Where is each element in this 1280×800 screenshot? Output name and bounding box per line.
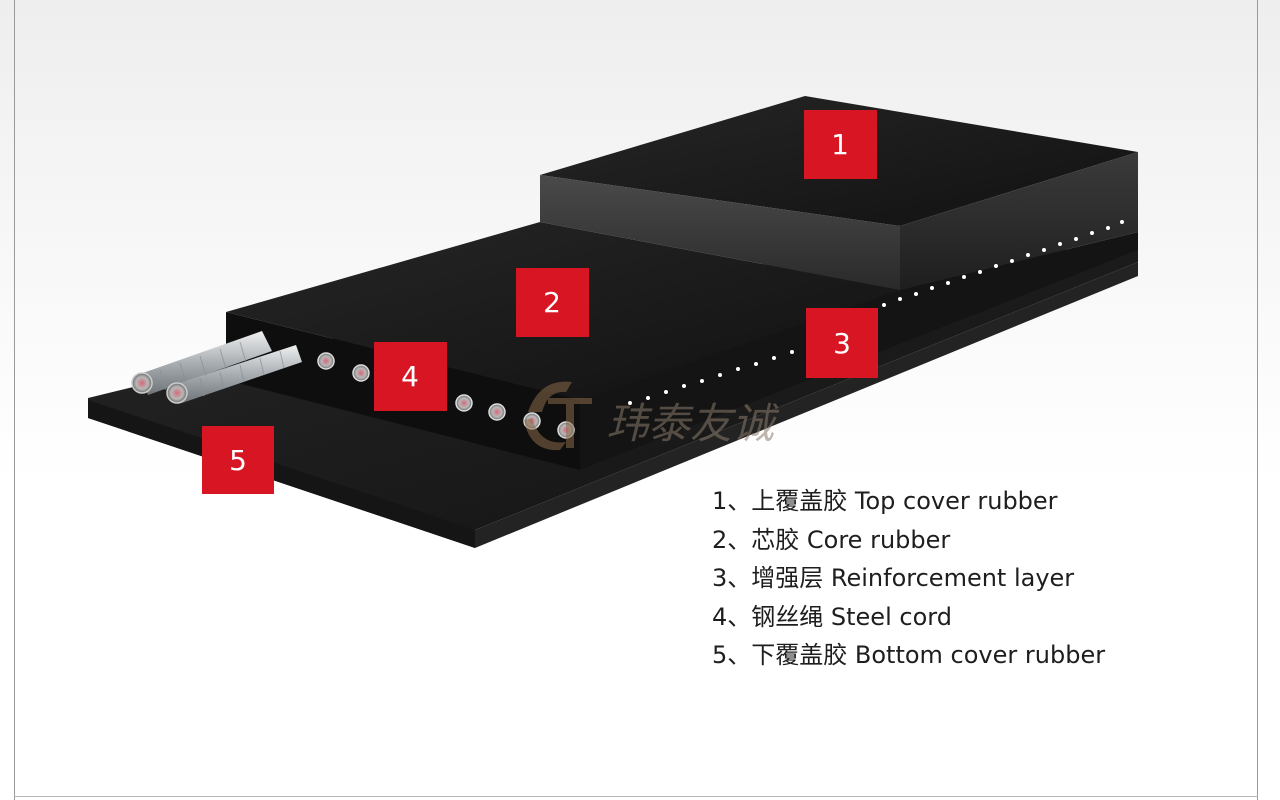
frame-border-bottom (14, 796, 1258, 797)
watermark-text: 玮泰友诚 (606, 399, 780, 448)
badge-4-label: 4 (401, 360, 419, 393)
legend-item-core-rubber: 2、芯胶 Core rubber (712, 525, 951, 554)
legend-item-bottom-cover: 5、下覆盖胶 Bottom cover rubber (712, 641, 1106, 669)
badge-3-label: 3 (833, 327, 851, 360)
badge-4: 4 (374, 342, 447, 411)
badge-3: 3 (806, 308, 878, 378)
layer-legend: 1、上覆盖胶 Top cover rubber 2、芯胶 Core rubber… (712, 482, 1212, 675)
frame-border-left (14, 0, 15, 800)
legend-item-top-cover: 1、上覆盖胶 Top cover rubber (712, 487, 1058, 515)
badge-5: 5 (202, 426, 274, 494)
legend-item-steel-cord: 4、钢丝绳 Steel cord (712, 602, 952, 631)
badge-2-label: 2 (543, 286, 561, 319)
badge-5-label: 5 (229, 444, 247, 477)
reinforcement-dots (628, 220, 1124, 405)
legend-item-reinforcement: 3、增强层 Reinforcement layer (712, 564, 1075, 592)
badge-1: 1 (804, 110, 877, 179)
watermark-logo (524, 381, 592, 451)
badge-1-label: 1 (831, 128, 849, 161)
exposed-steel-cords (131, 331, 302, 404)
frame-border-right (1257, 0, 1258, 800)
badge-2: 2 (516, 268, 589, 337)
